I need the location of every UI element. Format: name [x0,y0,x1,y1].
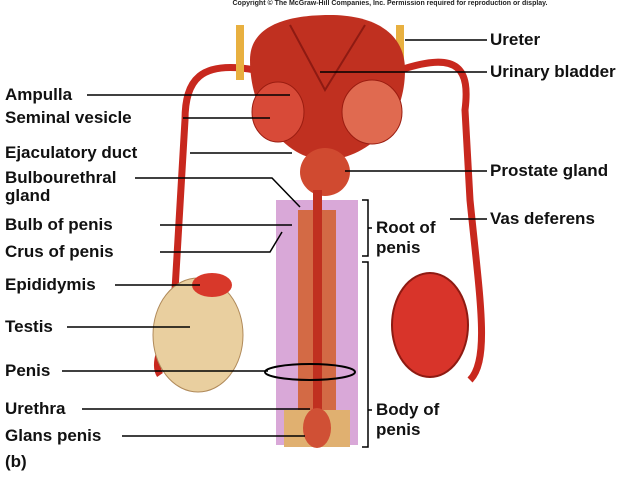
label-seminal-vesicle: Seminal vesicle [5,108,132,127]
label-crus-of-penis: Crus of penis [5,242,114,261]
penis-cross-section-ring [264,363,356,381]
right-vas-deferens [398,58,486,383]
label-body-penis: penis [376,420,421,439]
copyright-notice: Copyright © The McGraw-Hill Companies, I… [232,0,548,7]
label-ejaculatory-duct: Ejaculatory duct [5,143,138,162]
left-testis [152,277,244,393]
label-vas-deferens: Vas deferens [490,209,595,228]
label-penis: Penis [5,361,51,380]
label-urinary-bladder: Urinary bladder [490,62,616,81]
label-bulbourethral-gland: gland [5,186,51,205]
label-prostate-gland: Prostate gland [490,161,609,180]
label-body-of: Body of [376,400,440,419]
left-epididymis [192,273,232,297]
label-root-penis: penis [376,238,421,257]
label-root-of: Root of [376,218,436,237]
left-ureter [236,25,244,80]
right-seminal-vesicle [341,79,403,145]
panel-label: (b) [5,452,27,471]
left-seminal-vesicle [251,81,305,143]
label-testis: Testis [5,317,53,336]
label-urethra: Urethra [5,399,66,418]
label-ureter: Ureter [490,30,541,49]
right-testis-section [391,272,469,378]
label-bulb-of-penis: Bulb of penis [5,215,113,234]
urethra-tube [313,190,322,440]
label-bulbourethral: Bulbourethral [5,168,117,187]
label-glans-penis: Glans penis [5,426,102,445]
label-epididymis: Epididymis [5,275,96,294]
label-ampulla: Ampulla [5,85,73,104]
prostate-gland [300,148,350,196]
